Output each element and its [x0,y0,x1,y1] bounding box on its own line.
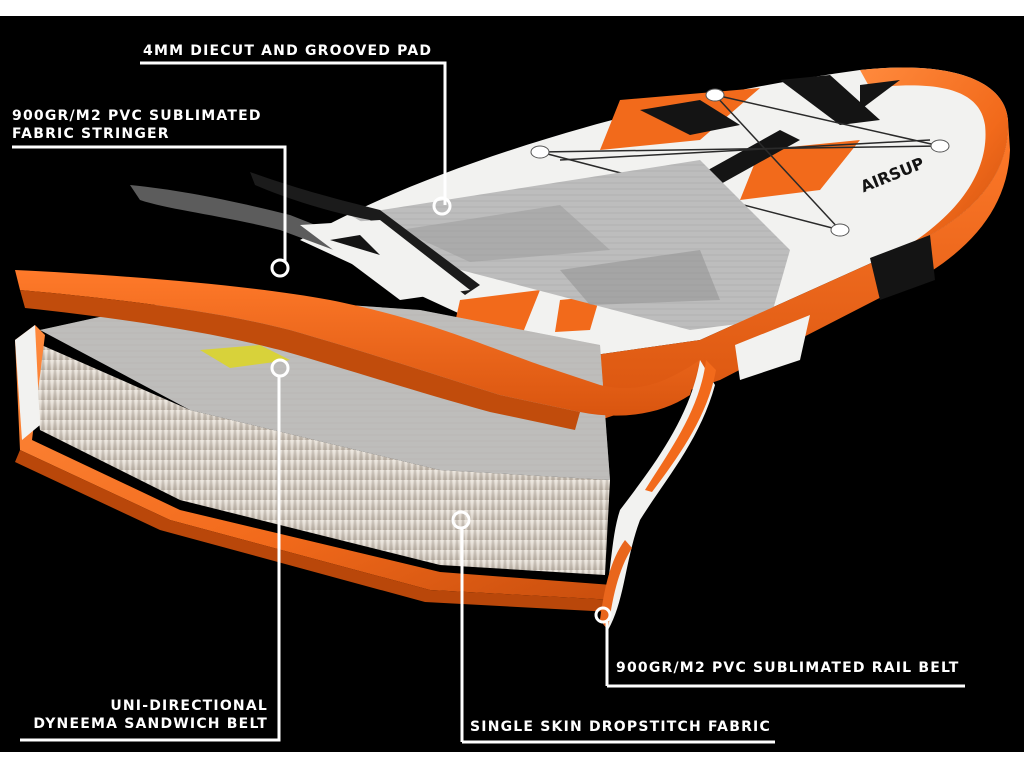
rail-belt-callout-label: 900GR/M2 PVC SUBLIMATED RAIL BELT [616,659,960,677]
pad-callout-text: 4MM DIECUT AND GROOVED PAD [143,42,432,60]
stringer-callout-line1: 900GR/M2 PVC SUBLIMATED [12,107,262,125]
stringer-marker [272,260,288,276]
dropstitch-callout-text: SINGLE SKIN DROPSTITCH FABRIC [470,718,771,736]
pad-callout-label: 4MM DIECUT AND GROOVED PAD [143,42,432,60]
sandwich-belt-callout-line1: UNI-DIRECTIONAL [20,697,268,715]
sandwich-belt-callout-label: UNI-DIRECTIONAL DYNEEMA SANDWICH BELT [20,697,268,733]
stringer-callout-line2: FABRIC STRINGER [12,125,262,143]
sandwich-belt-callout-line2: DYNEEMA SANDWICH BELT [20,715,268,733]
dropstitch-callout-label: SINGLE SKIN DROPSTITCH FABRIC [470,718,771,736]
rail-belt-callout-text: 900GR/M2 PVC SUBLIMATED RAIL BELT [616,659,960,677]
stringer-callout-label: 900GR/M2 PVC SUBLIMATED FABRIC STRINGER [12,107,262,143]
